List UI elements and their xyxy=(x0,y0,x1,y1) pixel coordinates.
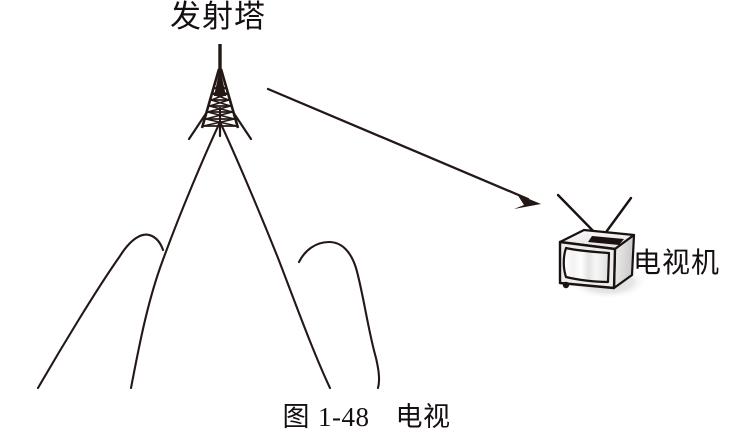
caption-prefix: 图 xyxy=(282,402,310,433)
tower-base-legs xyxy=(187,106,253,141)
caption-text: 电视 xyxy=(395,402,451,433)
tower-leg-left xyxy=(200,68,221,129)
television-set xyxy=(556,193,648,299)
signal-arrow xyxy=(266,87,541,209)
caption-number: 1-48 xyxy=(318,402,370,432)
main-peak-left-slope xyxy=(129,120,222,390)
tower-label: 发射塔 xyxy=(170,0,266,35)
tower-leg-right xyxy=(219,68,240,129)
tv-foot xyxy=(562,281,570,289)
transmitter-tower xyxy=(187,44,253,141)
figure-caption: 图 1-48 电视 xyxy=(0,402,733,433)
left-small-peak xyxy=(36,233,165,390)
main-peak-right-slope xyxy=(218,120,332,390)
right-small-peak xyxy=(297,240,381,390)
signal-arrow-head xyxy=(514,194,541,209)
television-label: 电视机 xyxy=(633,246,721,279)
signal-arrow-shaft xyxy=(266,87,530,201)
tv-screen xyxy=(562,246,611,284)
mountain-range xyxy=(36,120,381,390)
tv-top-slot xyxy=(588,236,624,245)
